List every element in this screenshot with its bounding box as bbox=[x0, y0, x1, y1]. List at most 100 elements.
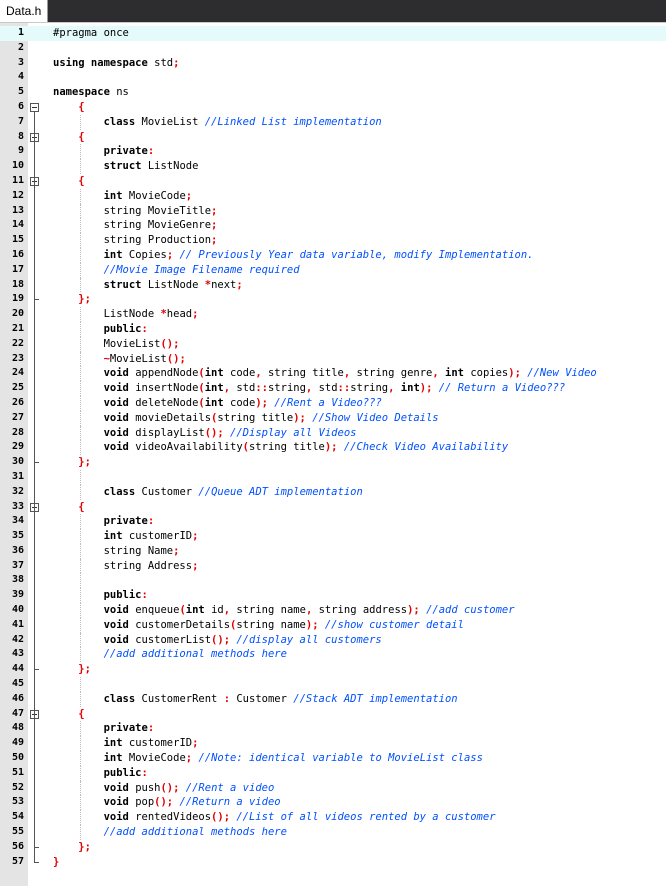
code-line[interactable]: 49 int customerID; bbox=[0, 736, 666, 752]
code-line[interactable]: 35 int customerID; bbox=[0, 529, 666, 544]
code-token: int bbox=[103, 189, 129, 202]
code-line[interactable]: 12 int MovieCode; bbox=[0, 188, 666, 204]
tab-data-h[interactable]: Data.h bbox=[0, 0, 49, 22]
code-line[interactable]: 38 bbox=[0, 573, 666, 589]
code-token: ; bbox=[192, 559, 199, 572]
line-number: 12 bbox=[11, 189, 24, 201]
code-line[interactable]: 36 string Name; bbox=[0, 543, 666, 559]
code-token: (); bbox=[211, 811, 237, 824]
code-line[interactable]: 20 ListNode *head; bbox=[0, 307, 666, 322]
code-line[interactable]: 14 string MovieGenre; bbox=[0, 218, 666, 234]
code-line[interactable]: 41 void customerDetails(string name); //… bbox=[0, 617, 666, 633]
code-line[interactable]: 28 void displayList(); //Display all Vid… bbox=[0, 425, 666, 441]
code-token: struct bbox=[103, 160, 148, 173]
code-line[interactable]: 27 void movieDetails(string title); //Sh… bbox=[0, 410, 666, 426]
line-number: 25 bbox=[11, 382, 24, 394]
line-number: 27 bbox=[11, 411, 24, 423]
code-line[interactable]: 18 struct ListNode *next; bbox=[0, 277, 666, 293]
code-token: string title bbox=[217, 411, 294, 424]
indent-guide bbox=[80, 144, 81, 160]
indent-guide bbox=[80, 159, 81, 174]
code-line[interactable]: 48 private: bbox=[0, 721, 666, 737]
code-line[interactable]: 22 MovieList(); bbox=[0, 336, 666, 352]
code-line[interactable]: 15 string Production; bbox=[0, 233, 666, 248]
code-line[interactable]: 10 struct ListNode bbox=[0, 159, 666, 174]
code-token: { bbox=[78, 174, 85, 187]
code-line[interactable]: 40 void enqueue(int id, string name, str… bbox=[0, 603, 666, 618]
code-token bbox=[53, 634, 104, 646]
fold-toggle-icon[interactable] bbox=[30, 103, 39, 112]
indent-guide bbox=[80, 765, 81, 781]
code-token: ; bbox=[166, 248, 180, 261]
indent-guide bbox=[80, 721, 81, 737]
code-line[interactable]: 56 }; bbox=[0, 840, 666, 855]
code-line[interactable]: 23 ~MovieList(); bbox=[0, 351, 666, 367]
code-line[interactable]: 57} bbox=[0, 855, 666, 870]
code-line[interactable]: 50 int MovieCode; //Note: identical vari… bbox=[0, 751, 666, 766]
indent-guide bbox=[80, 632, 81, 648]
code-line[interactable]: 54 void rentedVideos(); //List of all vi… bbox=[0, 810, 666, 826]
code-token bbox=[53, 131, 78, 143]
code-token: ( bbox=[211, 411, 218, 424]
code-line[interactable]: 6 { bbox=[0, 100, 666, 115]
code-token bbox=[53, 249, 104, 261]
indent-guide bbox=[80, 825, 81, 840]
code-line[interactable]: 13 string MovieTitle; bbox=[0, 203, 666, 219]
line-number: 15 bbox=[11, 234, 24, 246]
code-line[interactable]: 7 class MovieList //Linked List implemen… bbox=[0, 114, 666, 130]
code-line[interactable]: 39 public: bbox=[0, 588, 666, 604]
code-token: ; bbox=[211, 234, 218, 247]
code-token: }; bbox=[78, 456, 91, 469]
code-token bbox=[53, 412, 104, 424]
code-token: MovieList bbox=[109, 352, 167, 365]
indent-guide bbox=[80, 247, 81, 263]
code-line[interactable]: 26 void deleteNode(int code); //Rent a V… bbox=[0, 395, 666, 411]
code-line[interactable]: 32 class Customer //Queue ADT implementa… bbox=[0, 484, 666, 500]
code-token: //add additional methods here bbox=[103, 826, 287, 839]
code-line[interactable]: 21 public: bbox=[0, 321, 666, 337]
code-line[interactable]: 9 private: bbox=[0, 144, 666, 160]
code-token: void bbox=[103, 426, 136, 439]
code-line[interactable]: 55 //add additional methods here bbox=[0, 825, 666, 840]
code-text: }; bbox=[53, 455, 91, 470]
code-line[interactable]: 51 public: bbox=[0, 765, 666, 781]
code-line[interactable]: 42 void customerList(); //display all cu… bbox=[0, 632, 666, 648]
code-line[interactable]: 25 void insertNode(int, std::string, std… bbox=[0, 381, 666, 396]
line-number: 17 bbox=[11, 263, 24, 275]
line-number: 4 bbox=[17, 71, 24, 83]
code-line[interactable]: 31 bbox=[0, 469, 666, 485]
code-line[interactable]: 43 //add additional methods here bbox=[0, 647, 666, 663]
indent-guide bbox=[80, 558, 81, 574]
code-token bbox=[53, 841, 78, 853]
code-line[interactable]: 53 void pop(); //Return a video bbox=[0, 795, 666, 811]
code-line[interactable]: 52 void push(); //Rent a video bbox=[0, 780, 666, 796]
code-line[interactable]: 2 bbox=[0, 41, 666, 56]
code-line[interactable]: 4 bbox=[0, 70, 666, 85]
code-line[interactable]: 29 void videoAvailability(string title);… bbox=[0, 440, 666, 456]
code-line[interactable]: 34 private: bbox=[0, 514, 666, 530]
code-line[interactable]: 1#pragma once bbox=[0, 26, 666, 41]
code-text: string Production; bbox=[53, 233, 218, 248]
code-token: struct bbox=[103, 278, 148, 291]
code-line[interactable]: 17 //Movie Image Filename required bbox=[0, 262, 666, 278]
code-line[interactable]: 44 }; bbox=[0, 662, 666, 677]
code-line[interactable]: 8 { bbox=[0, 130, 666, 145]
code-line[interactable]: 30 }; bbox=[0, 455, 666, 470]
code-line[interactable]: 24 void appendNode(int code, string titl… bbox=[0, 366, 666, 382]
code-line[interactable]: 45 bbox=[0, 677, 666, 692]
code-token: , bbox=[223, 382, 237, 395]
code-line[interactable]: 33 { bbox=[0, 500, 666, 515]
code-line[interactable]: 47 { bbox=[0, 707, 666, 722]
code-line[interactable]: 16 int Copies; // Previously Year data v… bbox=[0, 247, 666, 263]
code-token bbox=[53, 190, 104, 202]
code-token: ); bbox=[324, 441, 344, 454]
code-line[interactable]: 46 class CustomerRent : Customer //Stack… bbox=[0, 691, 666, 707]
code-line[interactable]: 37 string Address; bbox=[0, 558, 666, 574]
code-line[interactable]: 19 }; bbox=[0, 292, 666, 307]
code-token: //Rent a video bbox=[185, 781, 275, 794]
code-text: ~MovieList(); bbox=[53, 352, 186, 367]
code-line[interactable]: 11 { bbox=[0, 174, 666, 189]
